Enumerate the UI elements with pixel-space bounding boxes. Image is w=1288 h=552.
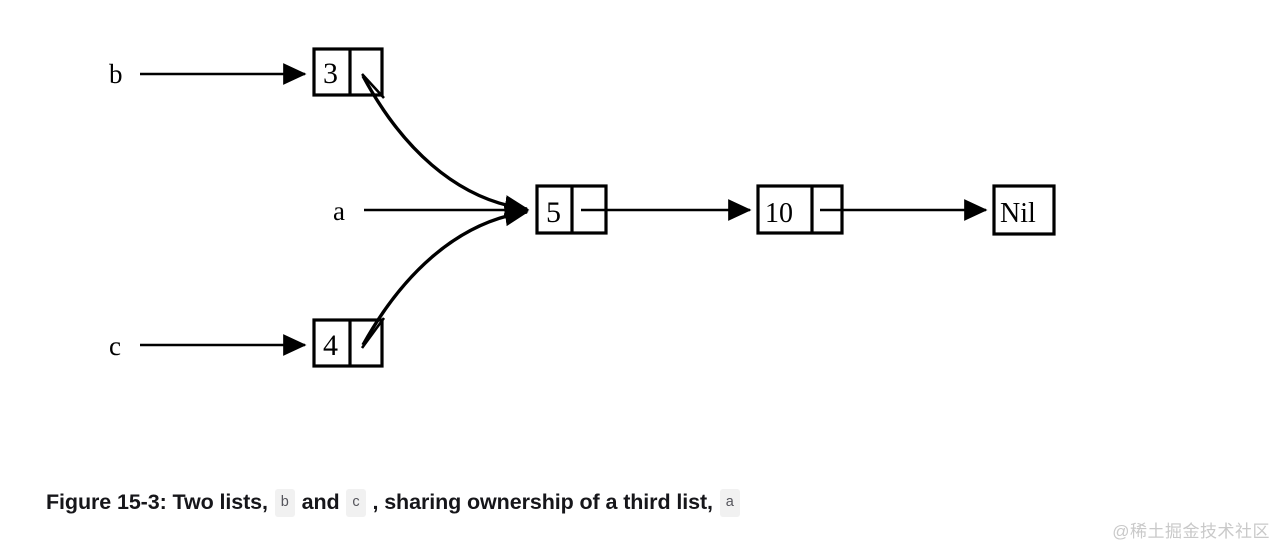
node-nil-value: Nil [1000, 198, 1036, 229]
list-node-3: 3 [312, 47, 385, 99]
caption-code-chip-c: c [346, 489, 366, 517]
variable-label-c: c [109, 331, 121, 361]
list-node-nil: Nil [992, 184, 1056, 236]
linked-list-diagram: b a c 3 4 5 [109, 47, 1056, 368]
variable-label-a: a [333, 196, 345, 226]
caption-mid-and: and [295, 490, 346, 514]
link-node3-to-node5 [361, 75, 529, 218]
node-nil-box [992, 184, 1056, 236]
caption-code-chip-b: b [274, 489, 295, 517]
list-node-5: 5 [535, 184, 608, 235]
caption-mid-sharing: , sharing ownership of a third list, [366, 490, 719, 514]
figure-caption: Figure 15-3: Two lists, b and c , sharin… [46, 489, 1046, 517]
link-node4-to-node5 [361, 203, 529, 346]
node-3-value: 3 [323, 57, 338, 90]
node-4-box [312, 318, 384, 368]
caption-code-chip-a: a [719, 489, 740, 517]
node-5-value: 5 [546, 196, 561, 229]
list-node-4: 4 [312, 317, 386, 368]
watermark: @稀土掘金技术社区 [1112, 522, 1270, 541]
node-4-value: 4 [323, 329, 338, 362]
variable-label-b: b [109, 59, 123, 89]
node-10-value: 10 [765, 198, 793, 229]
caption-prefix: Figure 15-3: Two lists, [46, 490, 274, 514]
